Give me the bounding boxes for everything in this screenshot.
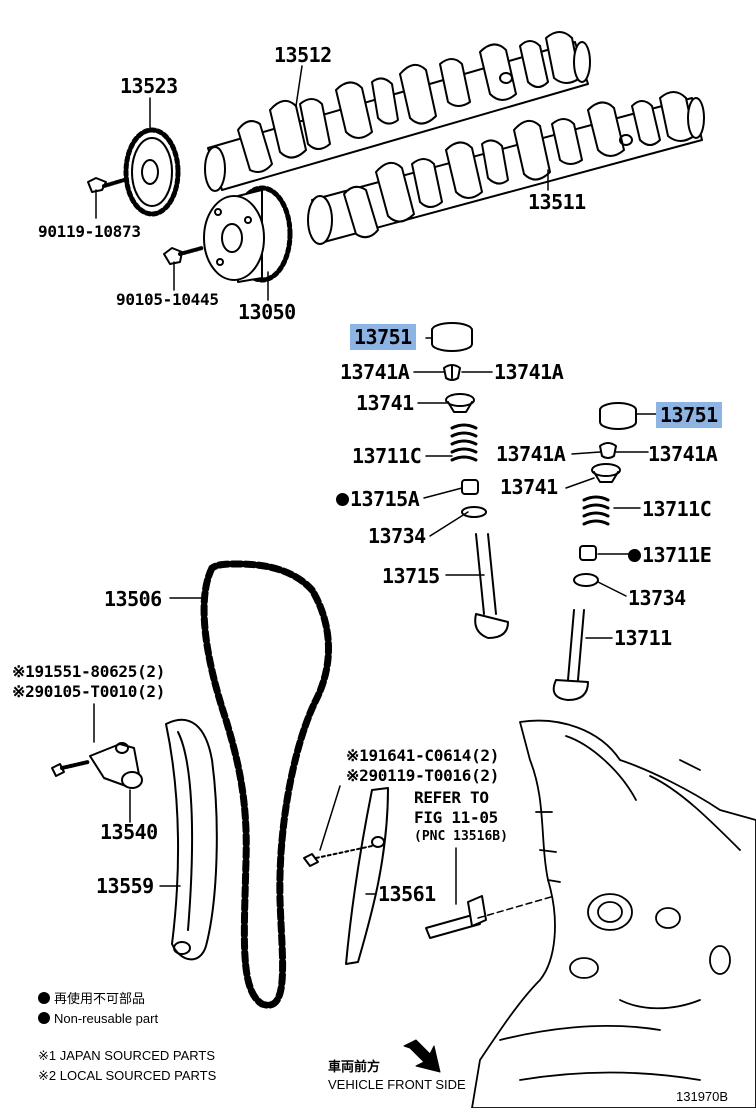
valve-spring-left	[450, 423, 478, 462]
label-13741-right: 13741	[500, 475, 558, 499]
valve-lifter-right	[599, 402, 637, 430]
reference-line-3: (PNC 13516B)	[414, 829, 508, 844]
label-13751-highlighted-left: 13751	[350, 324, 416, 350]
label-13715: 13715	[382, 564, 440, 588]
label-13741A-3: 13741A	[496, 442, 566, 466]
label-13741A-4: 13741A	[648, 442, 718, 466]
non-reusable-dot	[38, 992, 50, 1004]
label-13561: 13561	[378, 882, 436, 906]
valve-spring-right	[582, 495, 610, 526]
label-13711C-left: 13711C	[352, 444, 422, 468]
valve-left	[474, 533, 509, 639]
reference-line-2: FIG 11-05	[414, 808, 498, 827]
valve-right	[552, 609, 589, 701]
label-91641-C0614: ※191641-C0614(2)	[346, 746, 500, 765]
figure-id: 131970B	[676, 1089, 729, 1104]
label-13711C-right: 13711C	[642, 497, 712, 521]
label-13711: 13711	[614, 626, 672, 650]
label-13559: 13559	[96, 874, 154, 898]
tensioner-arm-13559	[165, 718, 218, 961]
label-90105-10445: 90105-10445	[116, 290, 219, 309]
sprocket-13523	[123, 127, 181, 217]
label-90105-T0010: ※290105-T0010(2)	[12, 682, 166, 701]
label-13511: 13511	[528, 190, 586, 214]
label-13741A-2: 13741A	[494, 360, 564, 384]
bolt-90105-10445	[163, 246, 204, 265]
direction-label-en: VEHICLE FRONT SIDE	[328, 1077, 466, 1092]
valve-seal-right	[579, 545, 597, 561]
valve-seal-left	[461, 479, 479, 495]
chain-guide-13561	[303, 787, 389, 965]
valve-lifter-left	[431, 322, 473, 352]
front-direction-arrow	[403, 1039, 441, 1073]
valve-keeper-right	[599, 442, 617, 459]
legend-non-reusable-jp: 再使用不可部品	[38, 992, 145, 1005]
engine-block	[471, 719, 756, 1108]
non-reusable-dot	[628, 549, 641, 562]
label-13711E: 13711E	[628, 545, 712, 565]
note-japan-sourced: ※1 JAPAN SOURCED PARTS	[38, 1048, 216, 1063]
label-13741A-1: 13741A	[340, 360, 410, 384]
label-13715A: 13715A	[336, 489, 420, 509]
vvt-gear-13050	[203, 185, 293, 283]
direction-label-jp: 車両前方	[328, 1059, 381, 1074]
leader-lines	[93, 65, 657, 905]
valve-keeper-left	[443, 364, 461, 381]
spring-seat-right	[573, 573, 599, 587]
guide-bolt	[425, 883, 597, 939]
label-90119-10873: 90119-10873	[38, 222, 141, 241]
label-13523: 13523	[120, 74, 178, 98]
label-13050: 13050	[238, 300, 296, 324]
label-13734-left: 13734	[368, 524, 426, 548]
spring-retainer-left	[445, 393, 475, 413]
spring-retainer-right	[591, 463, 621, 483]
bolt-90119-10873	[87, 177, 126, 193]
camshaft-13512	[204, 31, 591, 192]
timing-chain-13506	[200, 560, 332, 1009]
label-90119-T0016: ※290119-T0016(2)	[346, 766, 500, 785]
non-reusable-dot	[336, 493, 349, 506]
label-13512: 13512	[274, 43, 332, 67]
label-13540: 13540	[100, 820, 158, 844]
label-13751-highlighted-right: 13751	[656, 402, 722, 428]
spring-seat-left	[461, 506, 487, 518]
note-local-sourced: ※2 LOCAL SOURCED PARTS	[38, 1068, 217, 1083]
reference-line-1: REFER TO	[414, 788, 489, 807]
label-13734-right: 13734	[628, 586, 686, 610]
label-91551-80625: ※191551-80625(2)	[12, 662, 166, 681]
label-13741-left: 13741	[356, 391, 414, 415]
chain-tensioner-13540	[51, 742, 143, 789]
camshaft-13511	[307, 91, 705, 245]
label-13506: 13506	[104, 587, 162, 611]
legend-non-reusable-en: Non-reusable part	[38, 1012, 158, 1025]
non-reusable-dot	[38, 1012, 50, 1024]
